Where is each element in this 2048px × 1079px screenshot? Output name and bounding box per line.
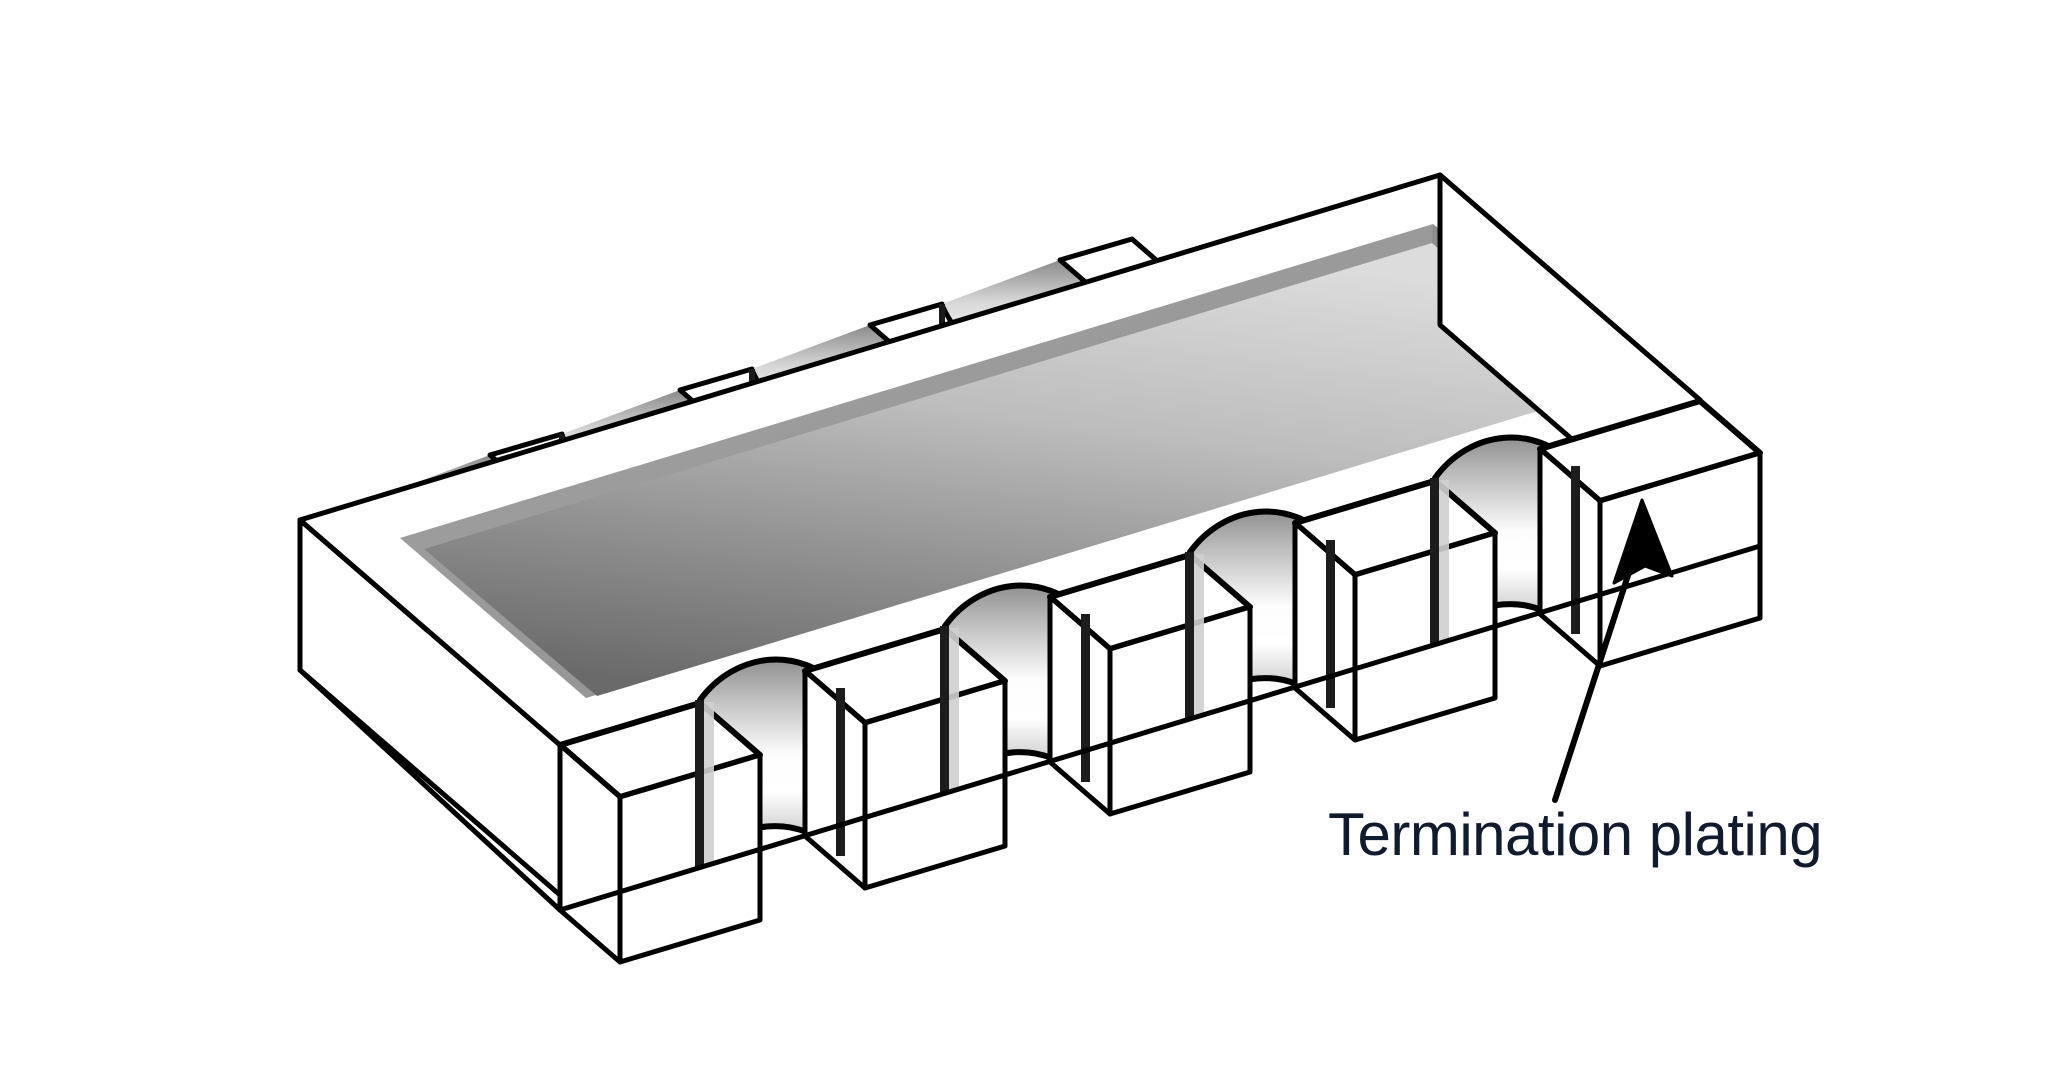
notch-sliver-2 — [949, 628, 959, 790]
notch-edge-2-left — [940, 626, 949, 794]
front-terminal-block-2 — [802, 626, 1008, 891]
notch-sliver-1 — [704, 702, 714, 864]
notch-edge-4-left — [1430, 478, 1439, 646]
component-body — [297, 172, 1763, 965]
callout-arrow-head — [1612, 498, 1674, 585]
notch-edge-1-left — [695, 700, 704, 868]
notch-edge-4-right — [1571, 466, 1580, 634]
front-notch-inner-slivers — [704, 480, 1449, 864]
front-termination-row — [557, 398, 1763, 965]
front-notch-side-edges — [695, 466, 1580, 868]
notch-edge-3-right — [1326, 540, 1335, 708]
body-left-bottom-edge — [297, 667, 563, 913]
notch-sliver-4 — [1439, 480, 1449, 642]
notch-edge-3-left — [1185, 552, 1194, 720]
callout-pointer — [1552, 498, 1674, 803]
top-panel-resistive-element — [424, 243, 1604, 696]
callout-label-termination-plating: Termination plating — [1328, 801, 1823, 868]
notch-edge-1-right — [836, 688, 845, 856]
body-bottom-front-edge — [557, 543, 1763, 913]
notch-sliver-3 — [1194, 554, 1204, 716]
notch-edge-2-right — [1081, 614, 1090, 782]
front-terminal-block-3 — [1047, 552, 1253, 817]
front-terminal-block-1 — [557, 700, 763, 965]
front-terminal-block-4 — [1292, 478, 1498, 743]
callout-leader-line — [1552, 557, 1636, 803]
